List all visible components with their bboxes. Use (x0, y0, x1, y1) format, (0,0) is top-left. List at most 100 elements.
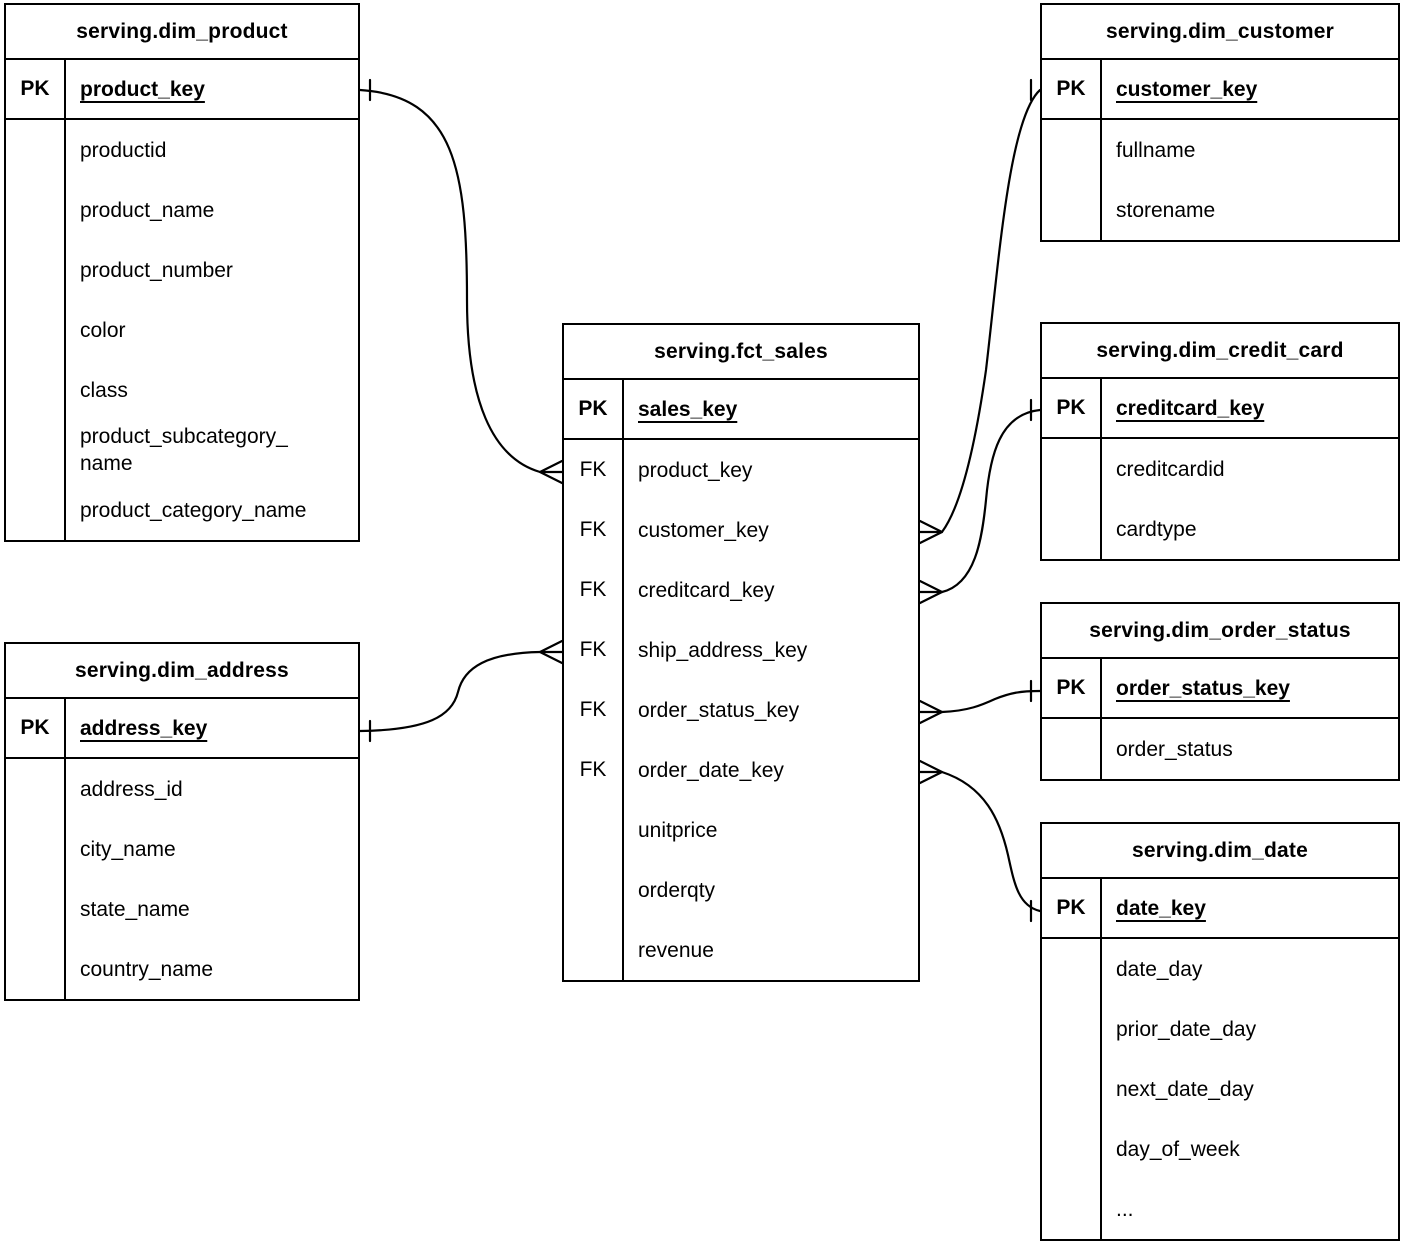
pk-row: PK sales_​key (564, 380, 918, 440)
key-badge (1042, 999, 1102, 1059)
field-row: country_​name (6, 939, 358, 999)
key-badge (6, 360, 66, 420)
field-row: creditcardid (1042, 439, 1398, 499)
pk-row: PK address_​key (6, 699, 358, 759)
crows-foot-many-marker (538, 639, 564, 665)
field-row: orderqty (564, 860, 918, 920)
field-name: product_​category_​name (80, 498, 307, 522)
fk-badge: FK (564, 440, 624, 500)
connector-ship-address-key (358, 639, 564, 743)
field-name: order_​status (1116, 737, 1233, 761)
key-badge (6, 879, 66, 939)
fk-badge: FK (564, 560, 624, 620)
fk-badge: FK (564, 620, 624, 680)
field-name: order_​status_​key (638, 698, 800, 722)
pk-field: creditcard_​key (1116, 396, 1265, 420)
field-row: order_​status (1042, 719, 1398, 779)
fk-badge: FK (564, 740, 624, 800)
key-badge (6, 300, 66, 360)
crows-foot-many-marker (918, 579, 944, 605)
pk-row: PK order_​status_​key (1042, 659, 1398, 719)
entity-table-dim-order-status: serving.dim_order_status PK order_​statu… (1040, 602, 1400, 781)
field-row: ... (1042, 1179, 1398, 1239)
field-name: product_​name (80, 198, 215, 222)
field-name: ... (1116, 1197, 1134, 1221)
field-name: product_​number (80, 258, 233, 282)
pk-row: PK date_​key (1042, 879, 1398, 939)
field-name: date_​day (1116, 957, 1203, 981)
key-badge (6, 759, 66, 819)
crows-foot-many-marker (918, 699, 944, 725)
crows-foot-many-marker (918, 519, 944, 545)
key-badge (6, 180, 66, 240)
pk-row: PK product_​key (6, 60, 358, 120)
table-title: serving.dim_order_status (1042, 604, 1398, 659)
field-name: revenue (638, 938, 714, 962)
pk-badge: PK (1042, 659, 1102, 717)
key-badge (1042, 499, 1102, 559)
field-row: fullname (1042, 120, 1398, 180)
key-badge (1042, 180, 1102, 240)
connector-product-key (358, 78, 564, 485)
field-row: product_​category_​name (6, 480, 358, 540)
pk-row: PK customer_​key (1042, 60, 1398, 120)
pk-field: product_​key (80, 77, 205, 101)
field-name: day_​of_​week (1116, 1137, 1240, 1161)
crows-foot-many-marker (918, 759, 944, 785)
field-name: productid (80, 138, 167, 162)
connector-order-date-key (918, 759, 1042, 923)
connector-customer-key (918, 78, 1042, 545)
key-badge (6, 939, 66, 999)
field-name: creditcard_​key (638, 578, 775, 602)
field-row: prior_​date_​day (1042, 999, 1398, 1059)
relationship-line (940, 88, 1042, 534)
table-title: serving.dim_address (6, 644, 358, 699)
field-row: next_​date_​day (1042, 1059, 1398, 1119)
key-badge (564, 860, 624, 920)
entity-table-dim-credit-card: serving.dim_credit_card PK creditcard_​k… (1040, 322, 1400, 561)
key-badge (6, 420, 66, 480)
pk-badge: PK (564, 380, 624, 438)
field-name: city_​name (80, 837, 176, 861)
entity-table-dim-date: serving.dim_date PK date_​key date_​day … (1040, 822, 1400, 1241)
key-badge (6, 120, 66, 180)
relationship-line (940, 408, 1042, 594)
table-title: serving.dim_product (6, 5, 358, 60)
pk-field: date_​key (1116, 896, 1206, 920)
field-name: product_​subcategory_​name (80, 425, 288, 475)
field-row: cardtype (1042, 499, 1398, 559)
key-badge (1042, 439, 1102, 499)
key-badge (6, 240, 66, 300)
field-name: unitprice (638, 818, 718, 842)
field-name: state_​name (80, 897, 190, 921)
field-row: FK customer_​key (564, 500, 918, 560)
table-title: serving.dim_date (1042, 824, 1398, 879)
field-row: city_​name (6, 819, 358, 879)
relationship-line (940, 770, 1042, 913)
key-badge (1042, 1059, 1102, 1119)
entity-table-dim-address: serving.dim_address PK address_​key addr… (4, 642, 360, 1001)
table-title: serving.fct_sales (564, 325, 918, 380)
field-name: customer_​key (638, 518, 769, 542)
field-name: prior_​date_​day (1116, 1017, 1257, 1041)
field-row: productid (6, 120, 358, 180)
field-name: cardtype (1116, 517, 1197, 541)
field-row: day_​of_​week (1042, 1119, 1398, 1179)
key-badge (564, 920, 624, 980)
connector-order-status-key (918, 679, 1042, 725)
relationship-line (358, 88, 542, 474)
fk-badge: FK (564, 500, 624, 560)
field-row: date_​day (1042, 939, 1398, 999)
field-row: product_​name (6, 180, 358, 240)
field-row: FK ship_​address_​key (564, 620, 918, 680)
field-row: unitprice (564, 800, 918, 860)
pk-badge: PK (6, 699, 66, 757)
field-name: order_​date_​key (638, 758, 784, 782)
key-badge (1042, 719, 1102, 779)
field-row: revenue (564, 920, 918, 980)
field-name: address_​id (80, 777, 183, 801)
entity-table-dim-customer: serving.dim_customer PK customer_​key fu… (1040, 3, 1400, 242)
field-name: ship_​address_​key (638, 638, 808, 662)
